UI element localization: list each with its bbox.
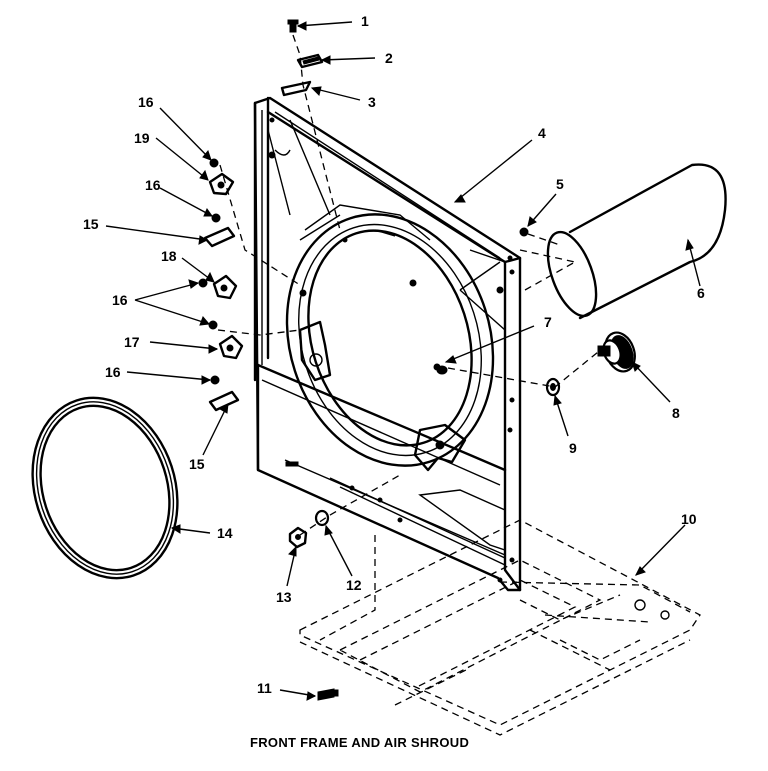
- leader-lines: [105, 21, 701, 701]
- air-shroud: [519, 163, 727, 320]
- clip-axis-lower: [217, 329, 301, 336]
- clip-17: [218, 334, 244, 360]
- callout-10: 10: [681, 511, 697, 527]
- washer-12: [314, 509, 330, 527]
- clip-3: [280, 80, 312, 97]
- callout-17: 17: [124, 334, 140, 350]
- door-seal: [31, 396, 179, 580]
- screw-1-axis: [292, 34, 341, 231]
- nut-16a: [209, 158, 219, 168]
- callout-7: 7: [544, 314, 552, 330]
- pulley: [597, 331, 636, 373]
- screw-1: [287, 19, 299, 33]
- front-frame: [253, 96, 522, 592]
- callout-16-d: 16: [105, 364, 121, 380]
- callout-15-upper: 15: [83, 216, 99, 232]
- clip-axis-upper: [219, 164, 301, 286]
- callout-5: 5: [556, 176, 564, 192]
- screw-11: [317, 688, 339, 701]
- callout-13: 13: [276, 589, 292, 605]
- callout-19: 19: [134, 130, 150, 146]
- nut-13: [288, 526, 308, 549]
- callout-9: 9: [569, 440, 577, 456]
- callout-labels: 1 2 3 4 5 6 7 8 9 10 11 12 13 14 15 15 1…: [83, 13, 705, 696]
- callout-12: 12: [346, 577, 362, 593]
- nut-16d: [208, 320, 218, 330]
- callout-18: 18: [161, 248, 177, 264]
- gasket-15a: [203, 226, 236, 248]
- clip-19: [208, 172, 235, 196]
- nut-16c: [198, 278, 208, 288]
- bracket-2: [296, 53, 324, 69]
- callout-2: 2: [385, 50, 393, 66]
- callout-16-c: 16: [112, 292, 128, 308]
- callout-16-a: 16: [138, 94, 154, 110]
- callout-15-lower: 15: [189, 456, 205, 472]
- callout-4: 4: [538, 125, 546, 141]
- diagram-caption: FRONT FRAME AND AIR SHROUD: [250, 735, 469, 750]
- stud-7: [436, 365, 448, 375]
- screw-5: [519, 227, 561, 246]
- gasket-15b: [208, 390, 240, 412]
- callout-3: 3: [368, 94, 376, 110]
- callout-14: 14: [217, 525, 233, 541]
- clip-18: [212, 274, 238, 300]
- callout-11: 11: [257, 680, 272, 696]
- washer-9: [545, 377, 561, 397]
- callout-8: 8: [672, 405, 680, 421]
- nut-16e: [210, 375, 220, 385]
- nut-axis: [299, 474, 401, 536]
- pulley-axis: [447, 351, 599, 388]
- nut-16b: [211, 213, 221, 223]
- callout-16-b: 16: [145, 177, 161, 193]
- callout-1: 1: [361, 13, 369, 29]
- callout-6: 6: [697, 285, 705, 301]
